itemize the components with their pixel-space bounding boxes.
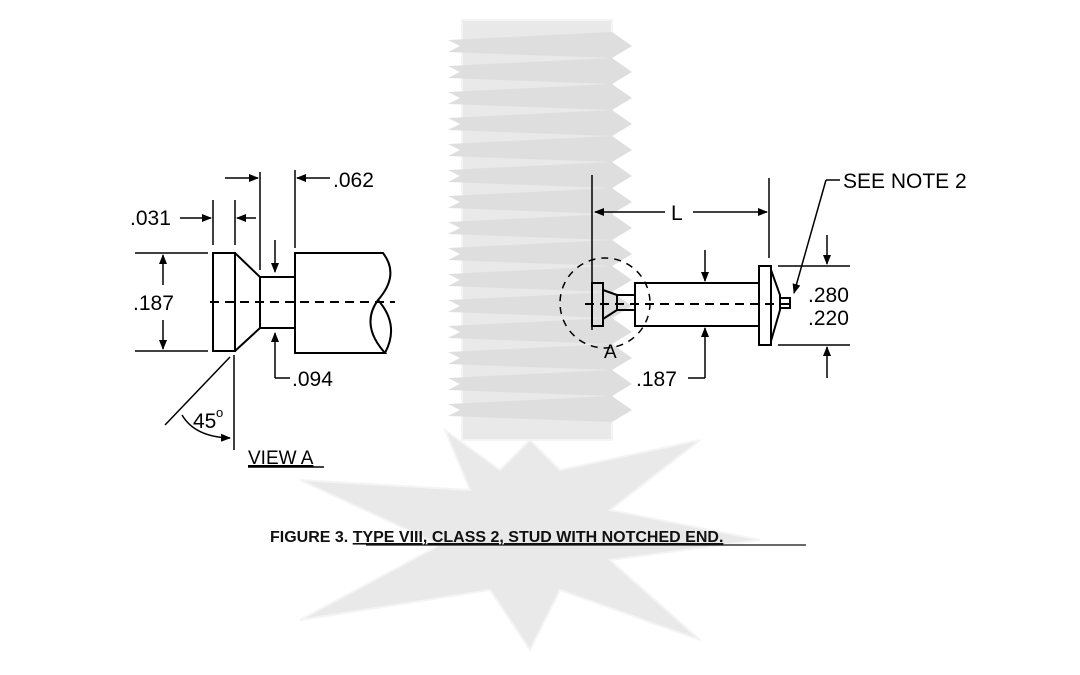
dim-neck-length: .062 <box>333 169 374 192</box>
dim-shank-diameter: .187 <box>636 368 677 391</box>
watermark-thread <box>448 84 632 110</box>
figure-caption: FIGURE 3. TYPE VIII, CLASS 2, STUD WITH … <box>270 529 723 546</box>
dim-head-min: .220 <box>808 307 849 330</box>
dim-head-max: .280 <box>808 284 849 307</box>
dim-diameter: .187 <box>133 292 174 315</box>
detail-label: A <box>604 342 617 363</box>
watermark-thread <box>448 136 632 162</box>
watermark-thread <box>448 396 632 422</box>
head-outline <box>758 265 772 346</box>
watermark-thread <box>448 32 632 58</box>
watermark-thread <box>448 370 632 396</box>
dim-head-width: .031 <box>130 207 171 230</box>
watermark-thread <box>448 162 632 188</box>
watermark-thread <box>448 240 632 266</box>
watermark-thread <box>448 292 632 318</box>
watermark-thread <box>448 188 632 214</box>
watermark-thread <box>448 214 632 240</box>
chamfer-lines <box>234 252 261 352</box>
angle-value: 45 <box>193 410 216 433</box>
watermark-thread <box>448 58 632 84</box>
dim-length: L <box>671 202 683 225</box>
watermark-thread <box>448 266 632 292</box>
stud-view: A L .187 .280 .220 SEE NOTE 2 <box>559 170 967 391</box>
caption-prefix: FIGURE 3. <box>270 529 353 546</box>
note-callout: SEE NOTE 2 <box>843 170 967 193</box>
view-a-label: VIEW A <box>248 448 314 469</box>
dim-neck-diameter: .094 <box>292 368 333 391</box>
watermark-thread <box>448 318 632 344</box>
watermark-logo <box>299 19 761 652</box>
degree-symbol: o <box>216 405 223 420</box>
caption-title: TYPE VIII, CLASS 2, STUD WITH NOTCHED EN… <box>353 529 724 546</box>
watermark-thread <box>448 344 632 370</box>
watermark-starburst <box>299 427 761 652</box>
watermark-screw <box>448 19 632 441</box>
view-a-detail: .062 .031 .187 .094 45 o VIEW A <box>130 169 395 469</box>
watermark-thread <box>448 110 632 136</box>
